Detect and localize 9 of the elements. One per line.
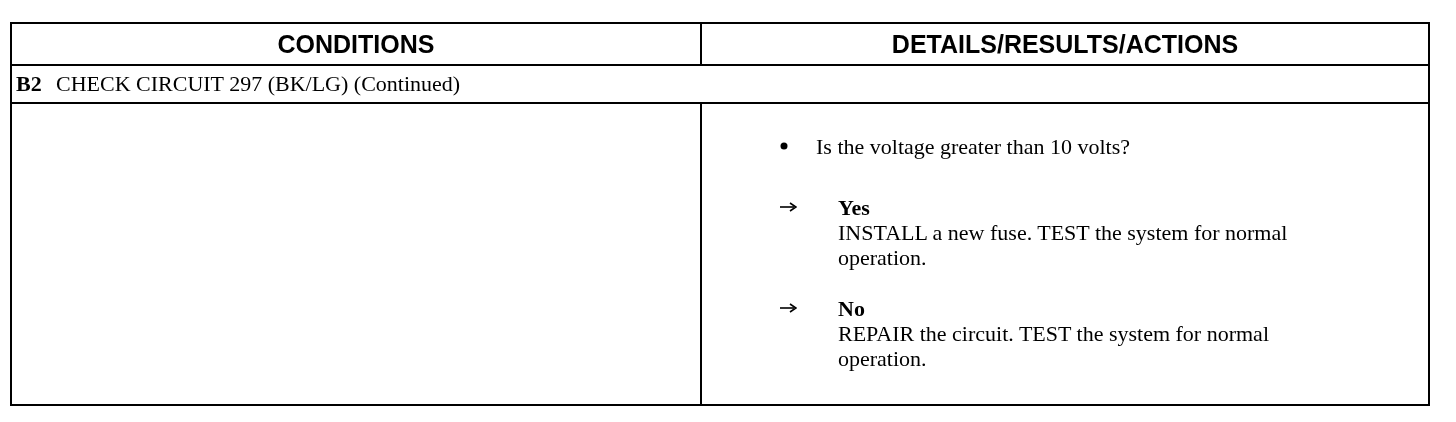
action-text: INSTALL a new fuse. TEST the system for normal operation. [838,220,1289,270]
step-number: B2 [16,71,42,96]
step-title: CHECK CIRCUIT 297 (BK/LG) (Continued) [56,71,461,96]
action-text: REPAIR the circuit. TEST the system for normal operation. [838,321,1270,371]
question-text: Is the voltage greater than 10 volts? [816,134,1130,159]
column-header: CONDITIONS [276,30,436,59]
answer-heading: Yes [838,195,870,220]
column-header: DETAILS/RESULTS/ACTIONS [890,30,1240,59]
answer-heading: No [838,296,865,321]
